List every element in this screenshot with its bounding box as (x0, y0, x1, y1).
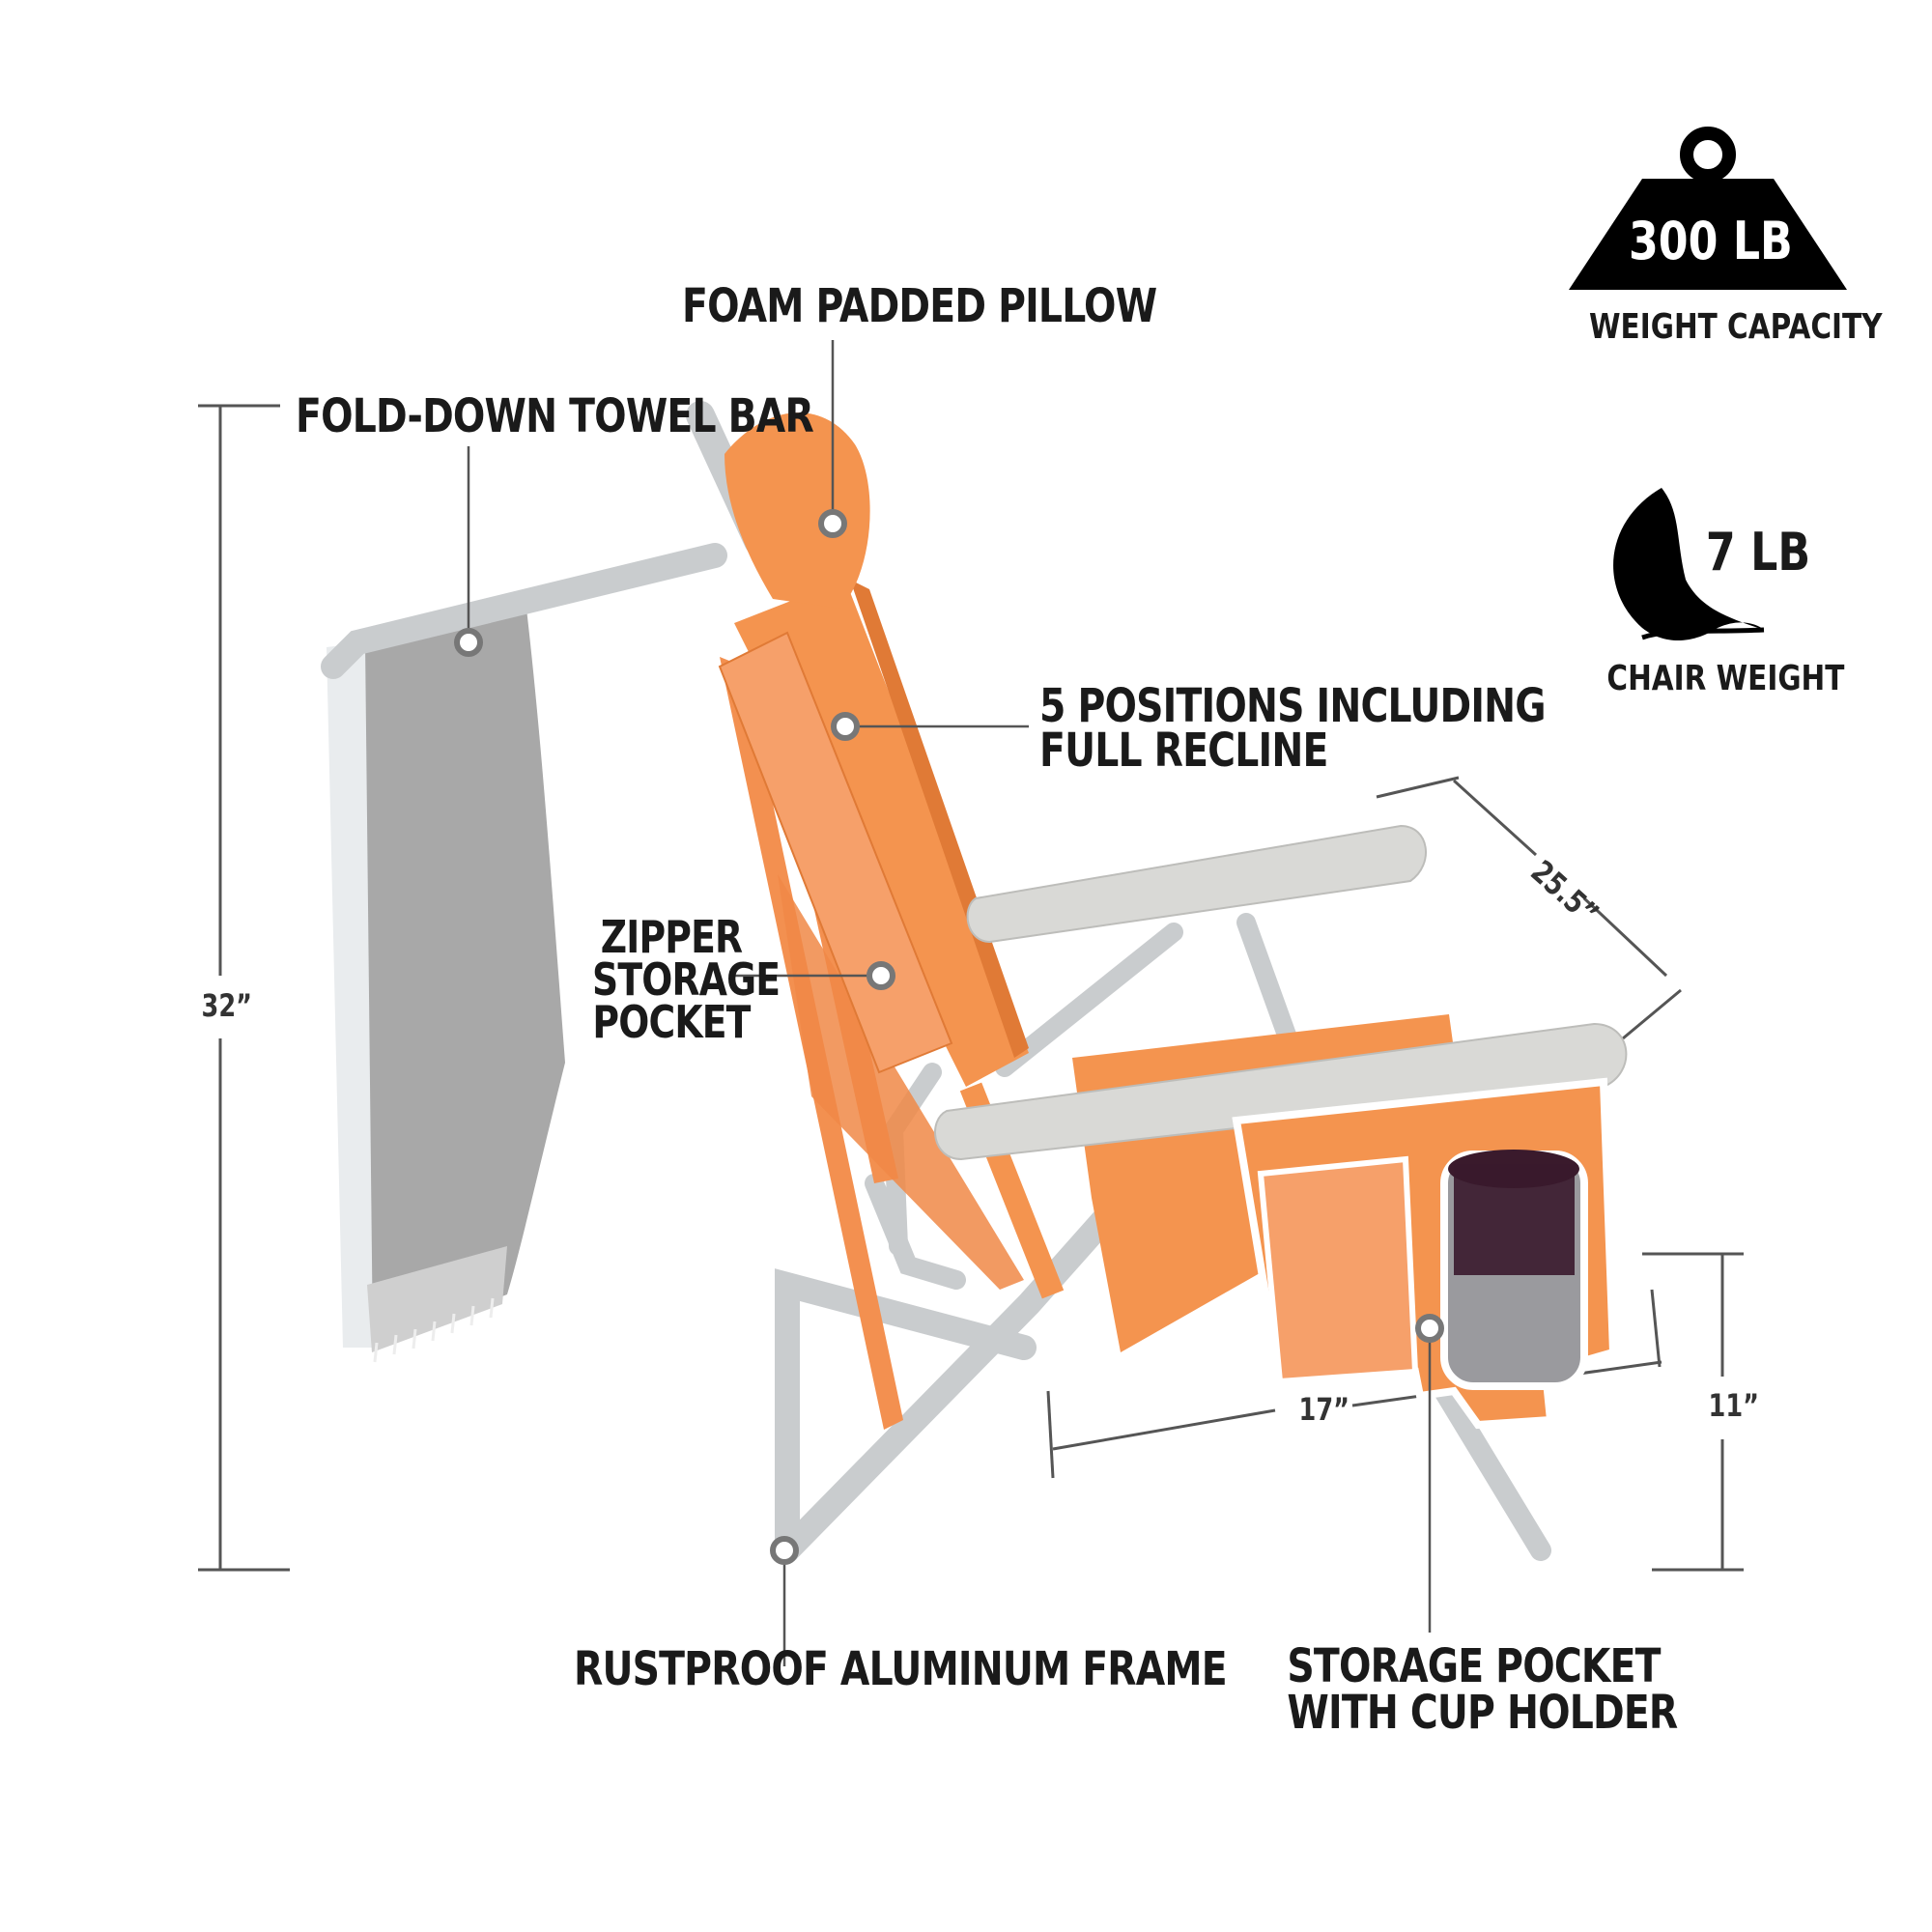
label-positions-line1: 5 POSITIONS INCLUDING (1039, 679, 1547, 733)
chair-weight-value: 7 LB (1705, 522, 1811, 582)
dot-cup-holder (1415, 1314, 1444, 1343)
weight-icon (1569, 127, 1847, 290)
dimension-width: 17” (1298, 1391, 1350, 1428)
label-zipper-line2: STORAGE (592, 953, 781, 1006)
cup-holder-pocket (1232, 1077, 1618, 1430)
dot-frame (770, 1536, 799, 1565)
label-zipper-line3: POCKET (592, 996, 751, 1048)
dimension-seat-height: 11” (1708, 1387, 1760, 1424)
label-aluminum-frame: RUSTPROOF ALUMINUM FRAME (574, 1642, 1228, 1696)
dot-towel-bar (454, 628, 483, 657)
weight-capacity-label: WEIGHT CAPACITY (1589, 307, 1883, 347)
towel (327, 609, 565, 1363)
dimension-height: 32” (201, 987, 253, 1024)
callout-leaders (467, 340, 1432, 1666)
dimension-lines (198, 404, 1744, 1572)
label-zipper-line1: ZIPPER (600, 911, 743, 963)
dot-zipper-pocket (867, 961, 895, 990)
label-cup-holder-line1: STORAGE POCKET (1287, 1639, 1661, 1693)
feather-icon (1613, 488, 1765, 641)
dot-pillow (818, 509, 847, 538)
label-cup-holder-line2: WITH CUP HOLDER (1287, 1686, 1678, 1740)
callout-dots (454, 509, 1444, 1565)
weight-capacity-value: 300 LB (1629, 211, 1793, 271)
label-positions-line2: FULL RECLINE (1039, 724, 1328, 778)
label-foam-pillow: FOAM PADDED PILLOW (682, 279, 1157, 333)
label-towel-bar: FOLD-DOWN TOWEL BAR (296, 389, 814, 443)
dot-positions (831, 712, 860, 741)
chair-weight-label: CHAIR WEIGHT (1606, 659, 1845, 698)
